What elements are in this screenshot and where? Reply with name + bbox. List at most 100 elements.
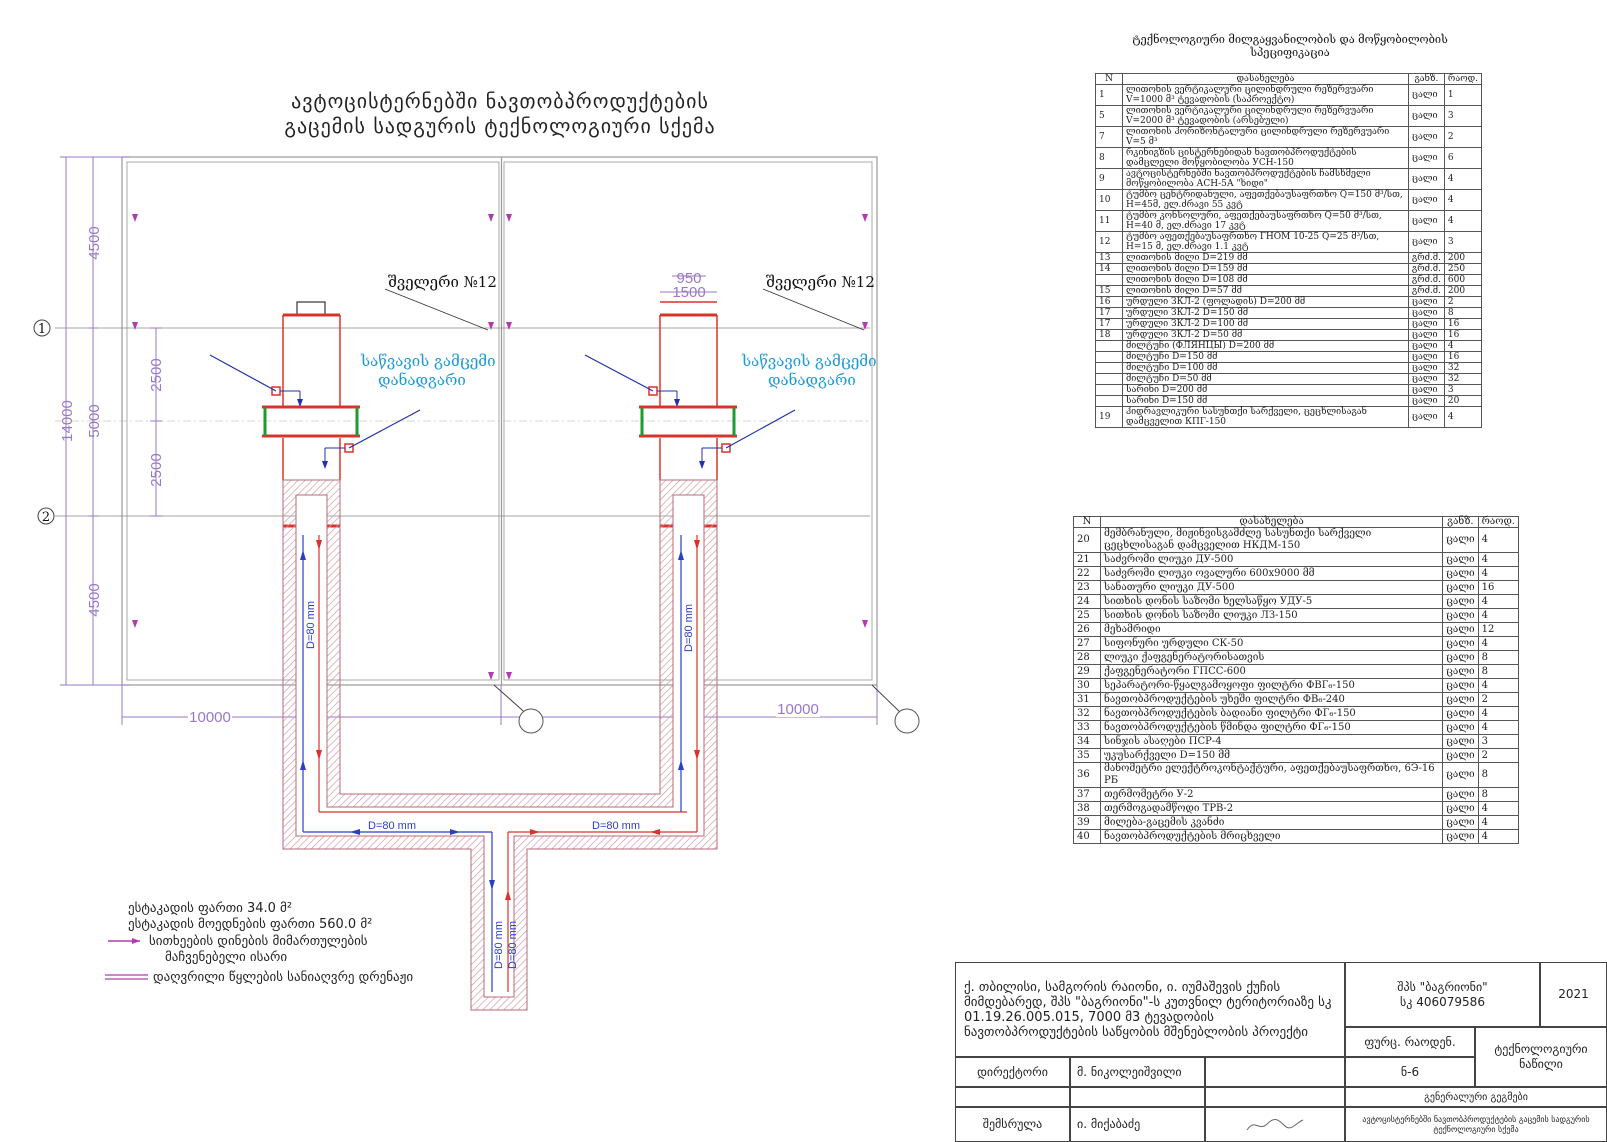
spec-cell-n: 35 [1073,748,1101,763]
spec-cell-qty: 4 [1443,168,1483,190]
spec-cell-n: 8 [1095,147,1123,169]
spec-cell-name: თერმოგადამწოდი ТРВ-2 [1099,801,1444,816]
dim-2500-lower: 2500 [148,453,165,486]
pipe-label-vertical-left: D=80 mm [305,601,317,649]
spec-cell-name: ურდული ЗКЛ-2 D=100 მმ [1122,318,1409,330]
shveleri-left-leader [384,288,489,331]
spec-cell-name: ავტოცისტერნებში ნავთობპროდუქტების ჩამსხმ… [1122,168,1409,190]
spec-cell-qty: 3 [1443,105,1483,127]
pipe-label-bottom-b: D=80 mm [507,921,519,969]
spec-cell-n: 26 [1073,622,1101,637]
unit-left-label-line2: დანადგარი [378,371,466,389]
spec-cell-unit: ცალი [1407,307,1445,319]
spec-cell-unit: გრძ.მ. [1407,285,1445,297]
spec-cell-unit: ცალი [1407,362,1445,374]
spec1-header-qty: რაოდ. [1443,73,1483,85]
legend-arrow-head [132,938,140,944]
dim-950: 950 [676,270,701,287]
signature-icon [1246,1118,1304,1130]
spec2-header-row: N დასახელება განზ. რაოდ. [1073,516,1520,528]
spec-cell-name: ნავთობპროდუქტების უხეში ფილტრი ФВ₆-240 [1099,692,1444,707]
unit-right-label-line1: საწვავის გამცემი [741,352,877,370]
dim-bg-left [188,710,232,724]
spec-cell-name: მეხამრიდი [1099,622,1444,637]
spec-cell-name: ურდული ЗКЛ-2 (ფოლადის) D=200 მმ [1122,296,1409,308]
spec-title-line1: ტექნოლოგიური მილგაყვანილობის და მოწყობილ… [1132,33,1448,46]
spec-cell-unit: ცალი [1407,147,1445,169]
drain-well-left [518,708,544,734]
spec-cell-unit: ცალი [1407,340,1445,352]
spec-cell-qty: 16 [1443,351,1483,363]
spec-cell-qty: 6 [1443,147,1483,169]
spec1-header-unit: განზ. [1407,73,1445,85]
stamp-company: შპს "ბაგრიონი" [1397,979,1488,994]
spec-cell-n: 27 [1073,636,1101,651]
spec-cell-n [1095,395,1123,407]
spec-cell-n: 17 [1095,307,1123,319]
spec-title-line2: სპეციფიკაცია [1250,46,1330,59]
spec-cell-qty: 4 [1477,608,1520,623]
spec-cell-unit: ცალი [1442,636,1479,651]
drain-well-right [894,708,920,734]
spec-cell-unit: ცალი [1442,608,1479,623]
spec-cell-qty: 3 [1443,231,1483,253]
shveleri-right-leader [762,288,865,331]
stamp-director-sign [1205,1057,1345,1087]
spec-cell-qty: 600 [1443,274,1483,286]
dim-bg-right [776,703,820,717]
axis-marker-2 [37,507,55,525]
spec-cell-name: მილტუჩი (ФЛЯНЦЫ) D=200 მმ [1122,340,1409,352]
spec-cell-qty: 4 [1477,706,1520,721]
spec-cell-unit: ცალი [1442,650,1479,665]
spec-cell-unit: ცალი [1442,801,1479,816]
spec-cell-qty: 4 [1477,720,1520,735]
spec-cell-n [1095,351,1123,363]
spec2-header-unit: განზ. [1442,516,1479,528]
spec-cell-n [1095,340,1123,352]
spec-cell-n: 23 [1073,580,1101,595]
spec-cell-name: სინჯის ასაღები ПСР-4 [1099,734,1444,749]
spec-cell-n: 28 [1073,650,1101,665]
spec-cell-name: საძვრომი ლიუკი ДУ-500 [1099,552,1444,567]
spec-cell-unit: გრძ.მ. [1407,274,1445,286]
spec-cell-name: ტუმბო კონსოლური, აფეთქებაუსაფრთხო Q=50 მ… [1122,210,1409,232]
spec-cell-name: სიფონური ურდული СК-50 [1099,636,1444,651]
spec-cell-unit: ცალი [1407,210,1445,232]
drain-arrows [132,214,868,680]
spec2-header-name: დასახელება [1099,516,1444,528]
spec-cell-n: 39 [1073,815,1101,830]
spec-cell-qty: 4 [1477,636,1520,651]
spec-cell-unit: გრძ.მ. [1407,252,1445,264]
spec-cell-n: 30 [1073,678,1101,693]
spec-cell-n [1095,384,1123,396]
title-block: ქ. თბილისი, სამგორის რაიონი, ი. იუმაშევი… [955,962,1607,1142]
spec-cell-qty: 4 [1443,406,1483,428]
spec-cell-qty: 3 [1477,734,1520,749]
stamp-director-label: დირექტორი [955,1057,1070,1087]
spec1-header-n: N [1095,73,1123,85]
spec-cell-n [1095,362,1123,374]
spec2-header-qty: რაოდ. [1477,516,1520,528]
spec-cell-name: ნავთობპროდუქტების მრიცხველი [1099,829,1444,844]
spec-cell-name: ტუმბო აფეთქებაუსაფრთხო ГНОМ 10-25 Q=25 მ… [1122,231,1409,253]
pipe-label-horizontal-left: D=80 mm [368,820,416,832]
spec-cell-name: მანომეტრი ელექტროკონტაქტური, აფეთქებაუსა… [1099,762,1444,788]
spec-cell-qty: 8 [1477,787,1520,802]
spec-cell-n: 18 [1095,329,1123,341]
spec-cell-qty: 8 [1443,307,1483,319]
